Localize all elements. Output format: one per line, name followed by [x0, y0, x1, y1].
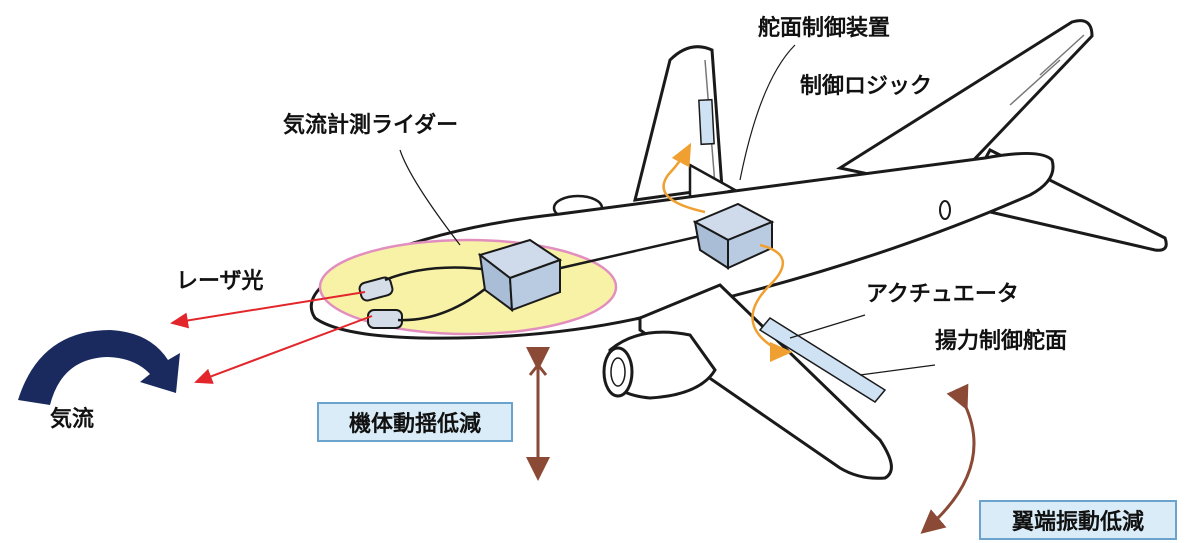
upper-wing: [836, 19, 1094, 192]
airflow-label: 気流: [50, 407, 95, 432]
fuselage-sway-reduction-box: 機体動揺低減: [317, 402, 513, 442]
control-logic-label: 制御ロジック: [800, 74, 933, 99]
actuator-label: アクチュエータ: [866, 282, 1019, 307]
surface-controller-cube: [692, 202, 775, 270]
surface-controller-label: 舵面制御装置: [758, 16, 891, 41]
wingtip-motion-arrow: [920, 383, 976, 534]
laser-beam-upper: [170, 291, 366, 329]
wingtip-vibration-reduction-box: 翼端振動低減: [979, 500, 1177, 540]
main-engine-intake: [602, 346, 634, 398]
lift-control-surface-label: 揚力制御舵面: [935, 329, 1068, 354]
lower-wing: [638, 283, 893, 480]
signal-to-rudder: [662, 142, 706, 214]
lidar-sensor-lower: [367, 309, 403, 329]
lift-control-surface-shape: [758, 317, 887, 403]
airflow-lidar-label: 気流計測ライダー: [283, 113, 459, 138]
rudder-surface: [698, 98, 715, 146]
vertical-tail: [633, 45, 724, 202]
laser-beam-lower: [194, 315, 373, 384]
laser-light-label: レーザ光: [176, 269, 264, 294]
airflow-arrow: [18, 330, 180, 405]
lidar-processor-cube: [477, 238, 563, 313]
signal-to-lift-surface: [751, 243, 793, 362]
